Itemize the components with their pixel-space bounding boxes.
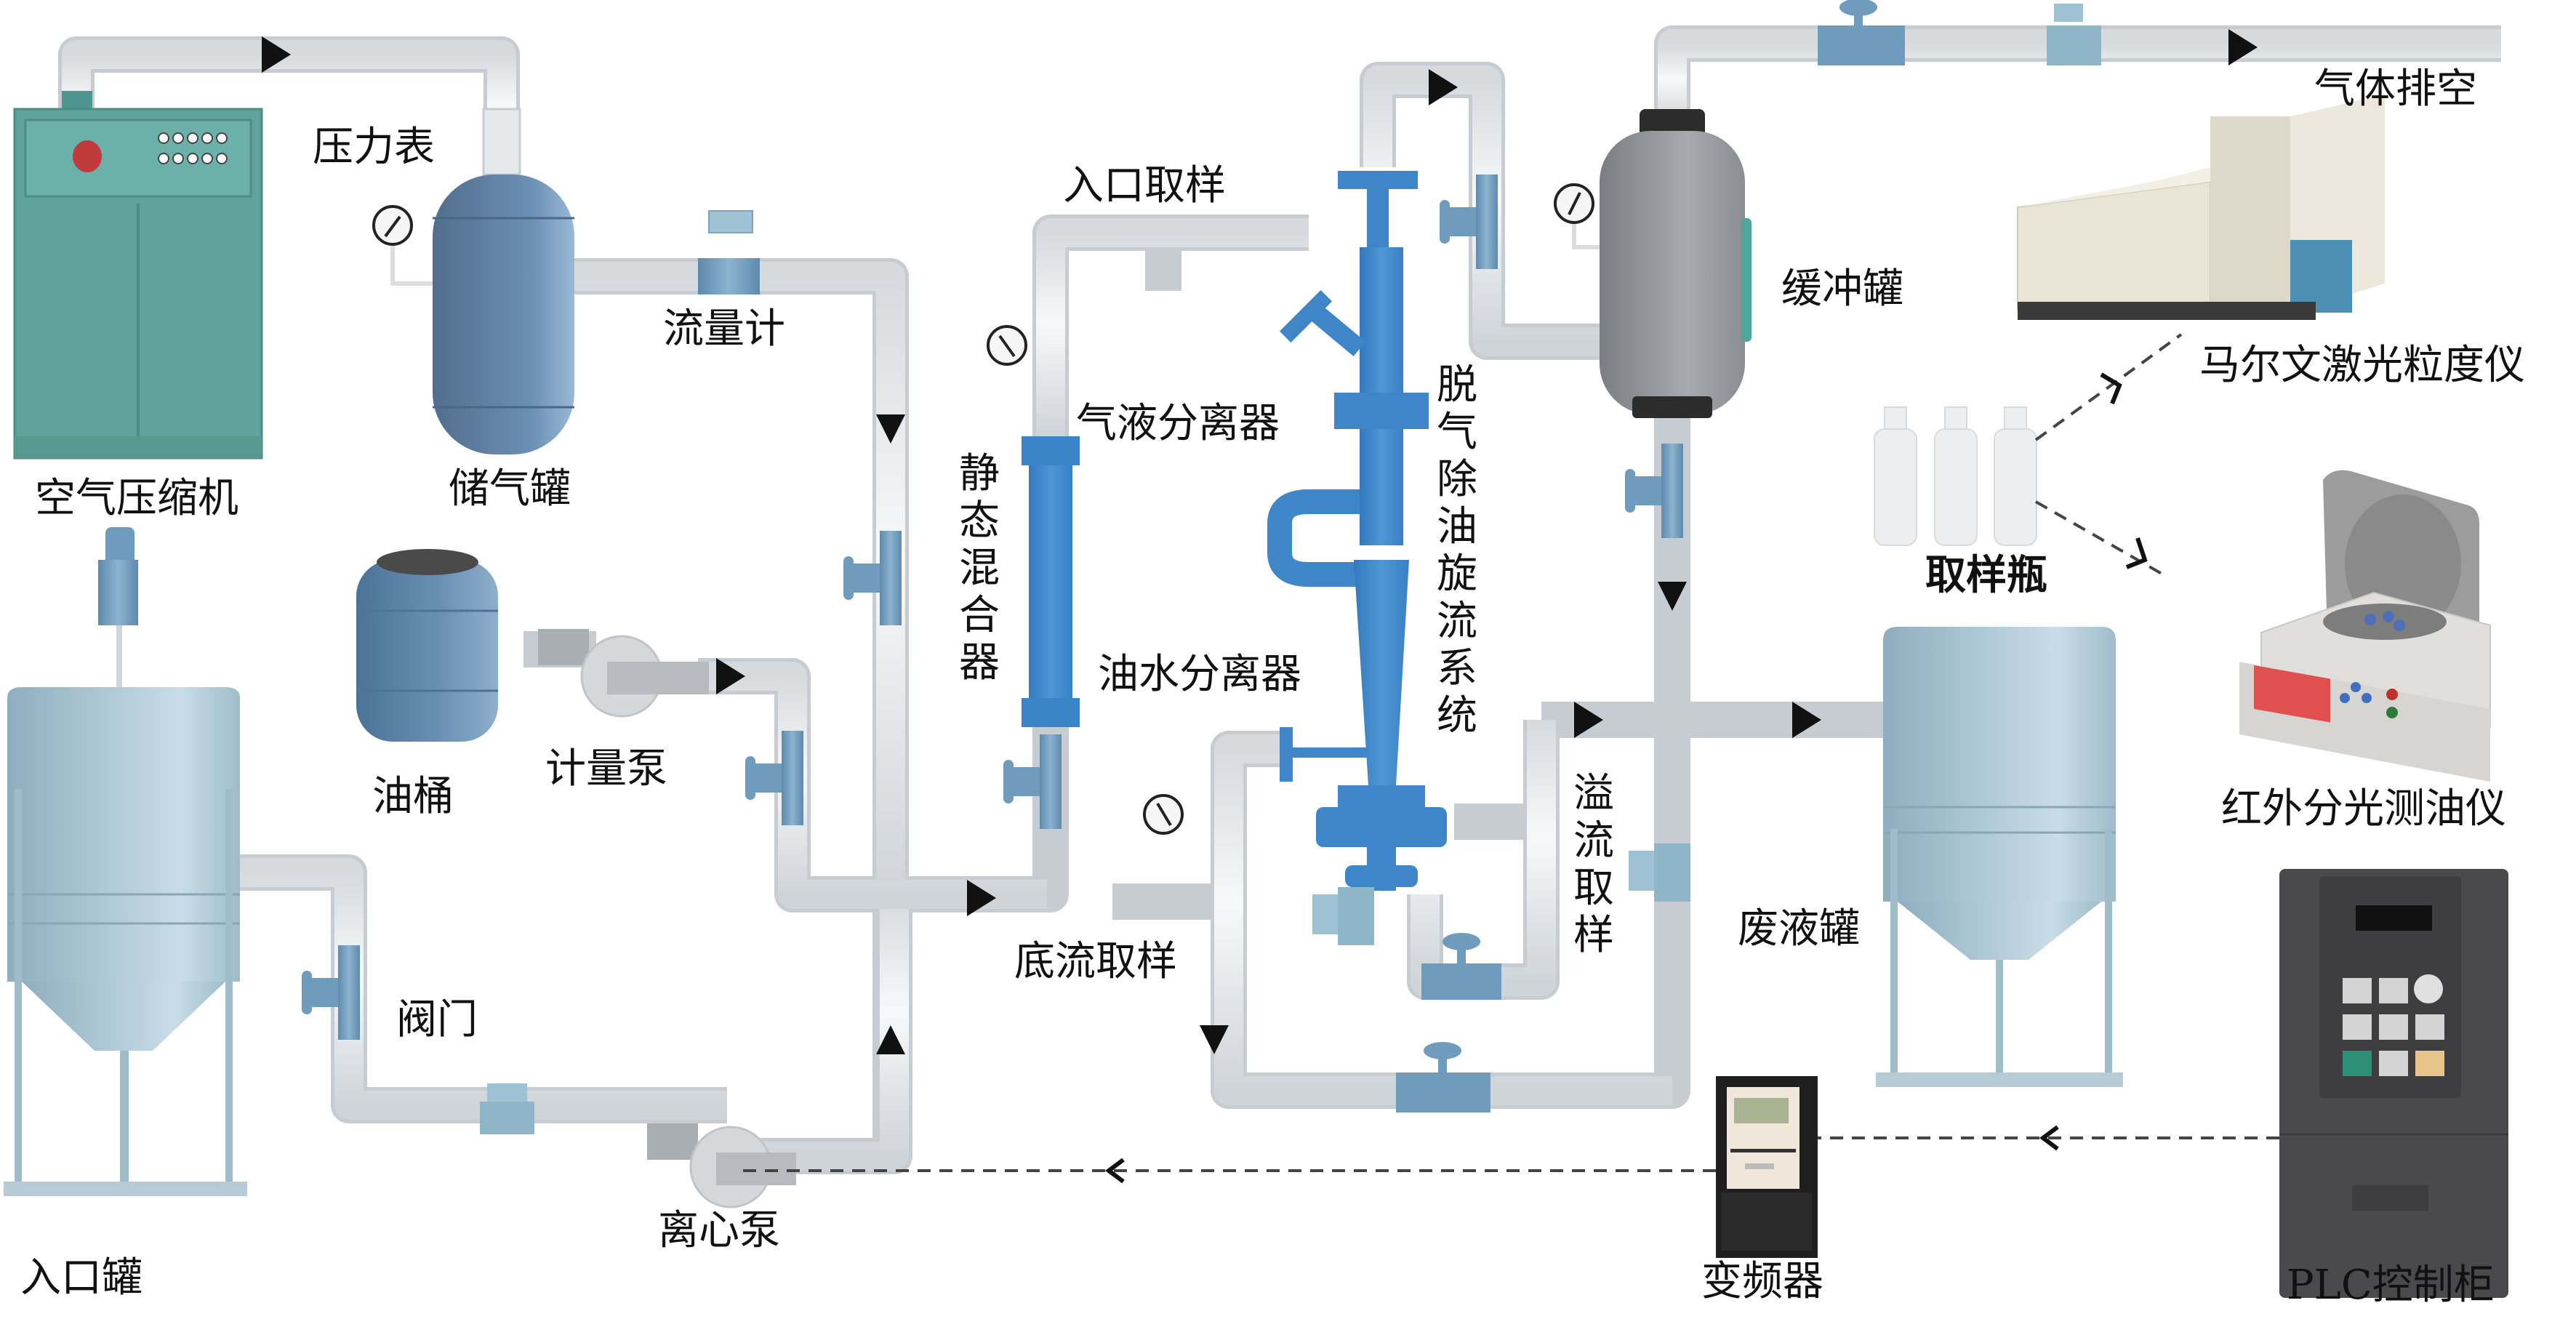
bottle-icon: [1994, 406, 2037, 546]
gate-valve-icon: [1396, 1042, 1490, 1112]
plc-display: [2356, 905, 2432, 931]
display-panel: [2254, 665, 2330, 723]
flow-arrow-down: [1200, 1025, 1229, 1054]
static-mixer: [1022, 436, 1080, 727]
valve-icon: [302, 945, 360, 1040]
plc-cabinet: [2279, 869, 2508, 1298]
label-degassing-system: 脱气除油旋流系统: [1437, 361, 1477, 739]
valve-icon: [1440, 175, 1498, 269]
flow-meter-icon: [1312, 887, 1374, 945]
label-metering-pump: 计量泵: [545, 745, 667, 793]
signal-arrow-left-icon: [1105, 1158, 1125, 1184]
valve-icon: [1625, 444, 1683, 538]
flow-arrow-down: [1658, 582, 1687, 611]
flow-meter-icon: [2047, 4, 2101, 65]
flow-arrows: [262, 29, 2258, 1054]
plc-green-key: [2343, 1051, 2372, 1076]
flow-meters: [480, 4, 2101, 1134]
pipe-mixer-feed: [891, 727, 1069, 913]
label-centrifugal-pump: 离心泵: [658, 1207, 780, 1254]
label-waste-tank: 废液罐: [1738, 905, 1860, 953]
flow-arrow-right: [967, 880, 996, 916]
variable-frequency-drive: [1716, 1076, 1818, 1258]
label-vfd: 变频器: [1701, 1258, 1823, 1305]
label-gas-tank: 储气罐: [449, 465, 571, 513]
compressor-stop-button: [73, 140, 102, 172]
label-gas-vent: 气体排空: [2314, 65, 2477, 113]
flow-arrow-down: [876, 414, 905, 444]
valve-icon: [1003, 734, 1062, 829]
flow-meter-icon: [480, 1083, 534, 1134]
air-compressor: [13, 91, 263, 460]
label-overflow-sampling: 溢流取样: [1573, 770, 1614, 959]
valves: [302, 0, 1905, 1112]
label-valve: 阀门: [396, 996, 478, 1043]
centrifugal-pump: [647, 1123, 796, 1208]
label-inlet-sampling: 入口取样: [1063, 162, 1226, 209]
bottle-icon: [1874, 406, 1917, 546]
gate-valve-icon: [1421, 933, 1501, 1000]
label-static-mixer: 静态混合器: [959, 450, 1000, 686]
hydrocyclone-system: [1267, 171, 1447, 891]
signal-arrow-upright-icon: [2100, 372, 2122, 405]
label-air-compressor: 空气压缩机: [35, 475, 238, 522]
oil-drum: [356, 549, 498, 742]
gate-valve-icon: [1818, 0, 1905, 65]
flow-arrow-right: [2228, 29, 2258, 65]
plc-orange-key: [2415, 1051, 2444, 1076]
pipe-overflow: [1407, 720, 1560, 1000]
signal-arrows: [1105, 372, 2148, 1184]
label-flow-meter: 流量计: [663, 305, 785, 353]
buffer-tank: [1554, 109, 1752, 418]
flow-arrow-right: [1792, 702, 1821, 738]
label-oil-drum: 油桶: [372, 773, 454, 820]
pressure-gauge-icon: [372, 205, 433, 286]
flow-arrow-right: [716, 658, 745, 694]
label-buffer-tank: 缓冲罐: [1781, 265, 1903, 313]
signal-bottles-to-ir: [2035, 500, 2164, 576]
label-gas-liquid-separator: 气液分离器: [1076, 400, 1280, 447]
flow-arrow-right: [262, 36, 291, 73]
flow-arrow-up: [876, 1025, 905, 1054]
signal-arrow-downright-icon: [2125, 537, 2148, 569]
label-malvern-analyzer: 马尔文激光粒度仪: [2199, 342, 2525, 389]
flow-arrow-right: [1429, 69, 1458, 105]
sample-bottles: [1874, 406, 2037, 546]
valve-icon: [843, 531, 902, 625]
inlet-tank: [4, 527, 247, 1196]
malvern-particle-analyzer: [2017, 95, 2385, 320]
label-ir-oil-analyzer: 红外分光测油仪: [2221, 785, 2506, 833]
bottle-icon: [1934, 406, 1978, 546]
flow-meter-icon: [698, 210, 760, 294]
valve-icon: [745, 731, 803, 825]
label-plc-cabinet: PLC控制柜: [2287, 1262, 2495, 1309]
pressure-gauge-icon: [1554, 183, 1600, 249]
ir-oil-analyzer: [2239, 470, 2491, 782]
flow-meter-icon: [1629, 843, 1690, 902]
label-underflow-sampling: 底流取样: [1014, 938, 1177, 985]
flow-arrow-right: [1574, 702, 1603, 738]
label-inlet-tank: 入口罐: [20, 1254, 143, 1302]
gas-storage-tank: [372, 108, 574, 454]
label-oil-water-separator: 油水分离器: [1098, 651, 1301, 698]
pipe-gastank-to-cross: [574, 258, 909, 894]
waste-tank: [1876, 627, 2123, 1087]
label-pressure-gauge: 压力表: [313, 124, 435, 171]
signal-arrow-left-icon: [2039, 1125, 2059, 1151]
pressure-gauge-icon: [1143, 794, 1184, 835]
signal-bottles-to-malvern: [2034, 333, 2183, 441]
metering-pump: [538, 629, 709, 718]
label-sample-bottles: 取样瓶: [1925, 551, 2047, 599]
pressure-gauge-icon: [987, 325, 1027, 366]
pipe-centrifugal-pump-up: [727, 894, 912, 1174]
